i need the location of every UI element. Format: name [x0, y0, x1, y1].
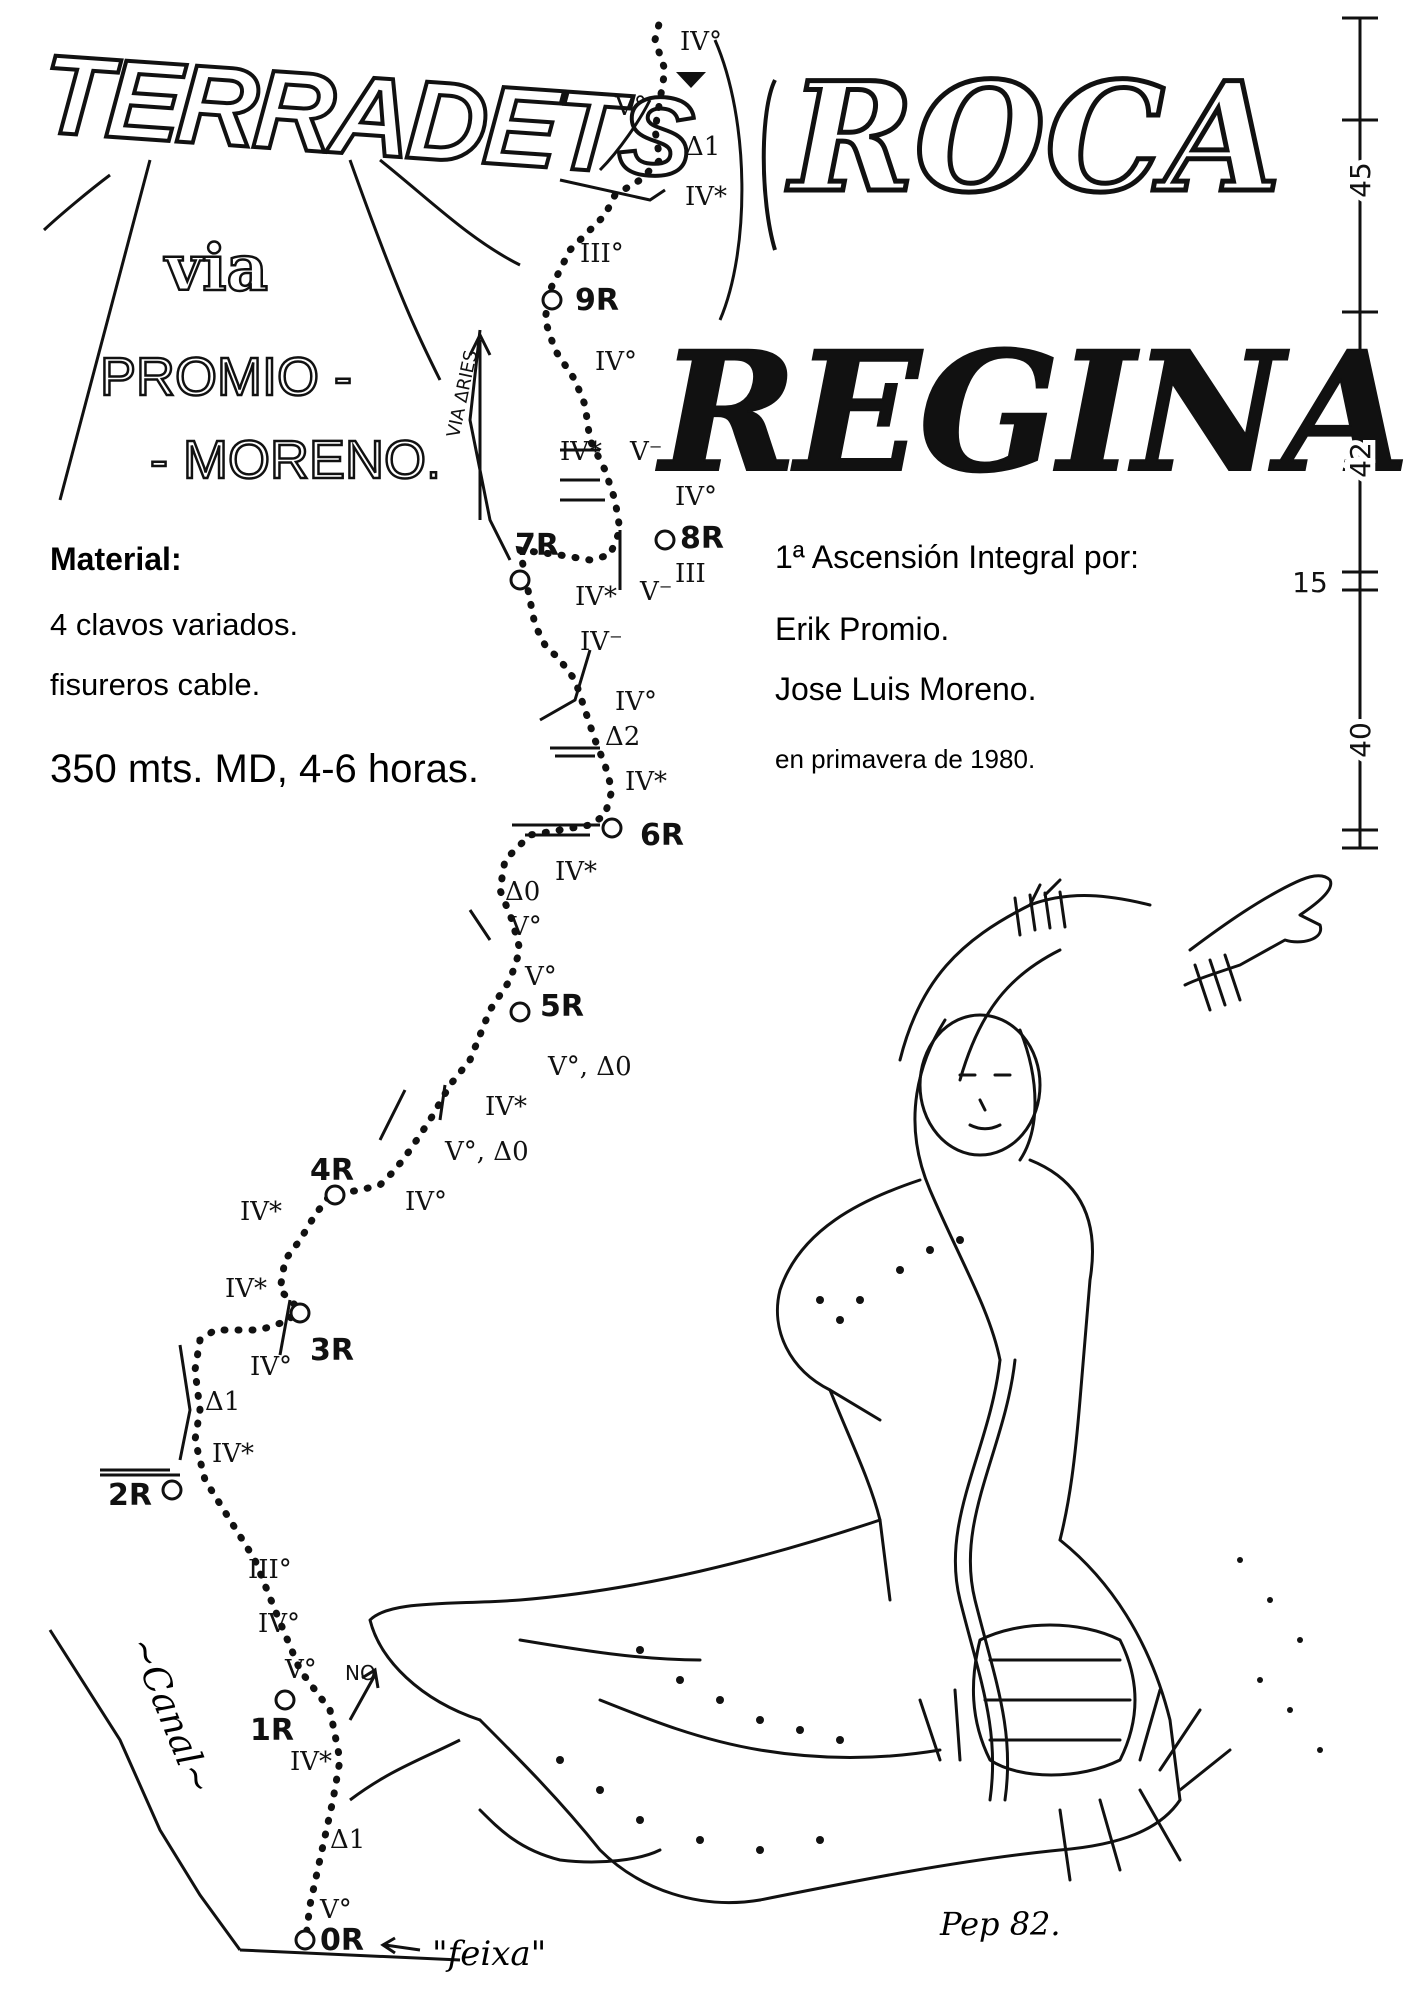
route-prefix: via — [163, 231, 268, 306]
grade-label: IV° — [250, 1352, 292, 1382]
belay-label-7r: 7R — [515, 528, 559, 563]
dancer-ornament — [556, 1236, 1323, 1854]
grade-label: Δ1 — [205, 1387, 240, 1417]
scale-tick-45: 45 — [1344, 162, 1377, 198]
grade-label: IV* — [625, 767, 667, 797]
north-arrow — [348, 1667, 380, 1721]
grade-label: V° — [509, 912, 542, 942]
material-item-1: 4 clavos variados. — [50, 607, 298, 642]
via-aries-label: VIA ΔRIES — [443, 348, 482, 439]
grade-label: IV° — [615, 687, 657, 717]
grade-label: Δ1 — [685, 132, 720, 162]
first-ascent-date: en primavera de 1980. — [775, 744, 1035, 774]
belay-label-4r: 4R — [310, 1153, 354, 1188]
first-ascent-info: 1ª Ascensión Integral por: Erik Promio. … — [775, 539, 1139, 774]
scale-tick-40: 40 — [1344, 722, 1377, 758]
grade-label: IV° — [595, 347, 637, 377]
scale-tick-15: 15 — [1292, 566, 1328, 599]
north-label: NO — [345, 1661, 376, 1685]
grade-label: Δ2 — [605, 722, 640, 752]
area-name-block: TERRADETS — [36, 29, 699, 203]
grade-label: V⁻ — [629, 437, 663, 467]
belay-label-8r: 8R — [680, 521, 724, 556]
title-roca: ROCA — [786, 50, 1281, 226]
grade-label: IV* — [240, 1197, 282, 1227]
belay-9r-marker — [541, 289, 563, 311]
grade-label: IV* — [225, 1274, 267, 1304]
grade-label: IV⁻ — [580, 627, 623, 657]
first-ascent-label: 1ª Ascensión Integral por: — [775, 539, 1139, 575]
grade-label: V°, Δ0 — [547, 1052, 632, 1082]
grade-label: V°, Δ0 — [444, 1137, 529, 1167]
material-label: Material: — [50, 541, 182, 577]
material-item-2: fisureros cable. — [50, 667, 260, 702]
feixa-arrow — [380, 1936, 421, 1955]
belay-label-0r: 0R — [320, 1923, 364, 1958]
belay-7r-marker — [509, 569, 531, 591]
belay-label-3r: 3R — [310, 1333, 354, 1368]
route-name-line-2: - MORENO. — [150, 430, 441, 490]
grade-label: Δ0 — [505, 877, 540, 907]
belay-label-9r: 9R — [575, 283, 619, 318]
scale-tick-42: 42 — [1344, 442, 1377, 478]
belay-2r-marker — [161, 1479, 183, 1501]
belay-label-6r: 6R — [640, 818, 684, 853]
belay-0r-marker — [294, 1929, 316, 1951]
grade-label: IV° — [405, 1187, 447, 1217]
grade-label: IV* — [485, 1092, 527, 1122]
grade-label: III° — [248, 1555, 292, 1585]
grade-label: IV* — [685, 182, 727, 212]
belay-label-1r: 1R — [250, 1713, 294, 1748]
belay-label-2r: 2R — [108, 1478, 152, 1513]
grade-label: IV* — [555, 857, 597, 887]
belay-5r-marker — [509, 1001, 531, 1023]
area-name-title: TERRADETS — [38, 31, 697, 201]
first-ascent-climber-2: Jose Luis Moreno. — [775, 671, 1036, 707]
top-descent-arrow — [676, 72, 706, 88]
grade-label: V° — [614, 92, 647, 122]
height-scale — [1342, 16, 1378, 850]
grade-label: V° — [284, 1655, 317, 1685]
title-block: ROCA REGINA — [655, 48, 1411, 511]
grade-label: IV* — [290, 1747, 332, 1777]
grade-label: IV* — [560, 437, 602, 467]
grade-label: III — [675, 559, 706, 589]
belay-6r-marker — [601, 817, 623, 839]
belay-1r-marker — [274, 1689, 296, 1711]
belay-markers — [161, 289, 676, 1951]
first-ascent-climber-1: Erik Promio. — [775, 611, 949, 647]
grade-label: IV° — [675, 482, 717, 512]
artist-signature: Pep 82. — [939, 1905, 1061, 1943]
grade-label: IV* — [575, 582, 617, 612]
route-summary: 350 mts. MD, 4-6 horas. — [50, 747, 479, 791]
mountain-outline — [42, 158, 521, 501]
belay-8r-marker — [654, 529, 676, 551]
feixa-label: "feixa" — [432, 1934, 546, 1974]
belay-4r-marker — [324, 1184, 346, 1206]
grade-label: V⁻ — [639, 577, 673, 607]
grade-label: IV* — [212, 1439, 254, 1469]
route-name-block: via PROMIO - - MORENO. — [99, 230, 443, 492]
dancer-illustration — [368, 874, 1333, 1904]
route-name-line-1: PROMIO - — [100, 347, 352, 407]
grade-label: III° — [580, 239, 624, 269]
grade-label: IV° — [680, 27, 722, 57]
title-regina: REGINA — [656, 315, 1408, 509]
via-aries-arrow — [468, 331, 492, 520]
grade-label: IV° — [258, 1609, 300, 1639]
grade-label: V° — [524, 962, 557, 992]
grade-label: Δ1 — [330, 1825, 365, 1855]
belay-3r-marker — [289, 1302, 311, 1324]
belay-label-5r: 5R — [540, 989, 584, 1024]
grade-label: V° — [319, 1895, 352, 1925]
material-info: Material: 4 clavos variados. fisureros c… — [50, 541, 479, 791]
